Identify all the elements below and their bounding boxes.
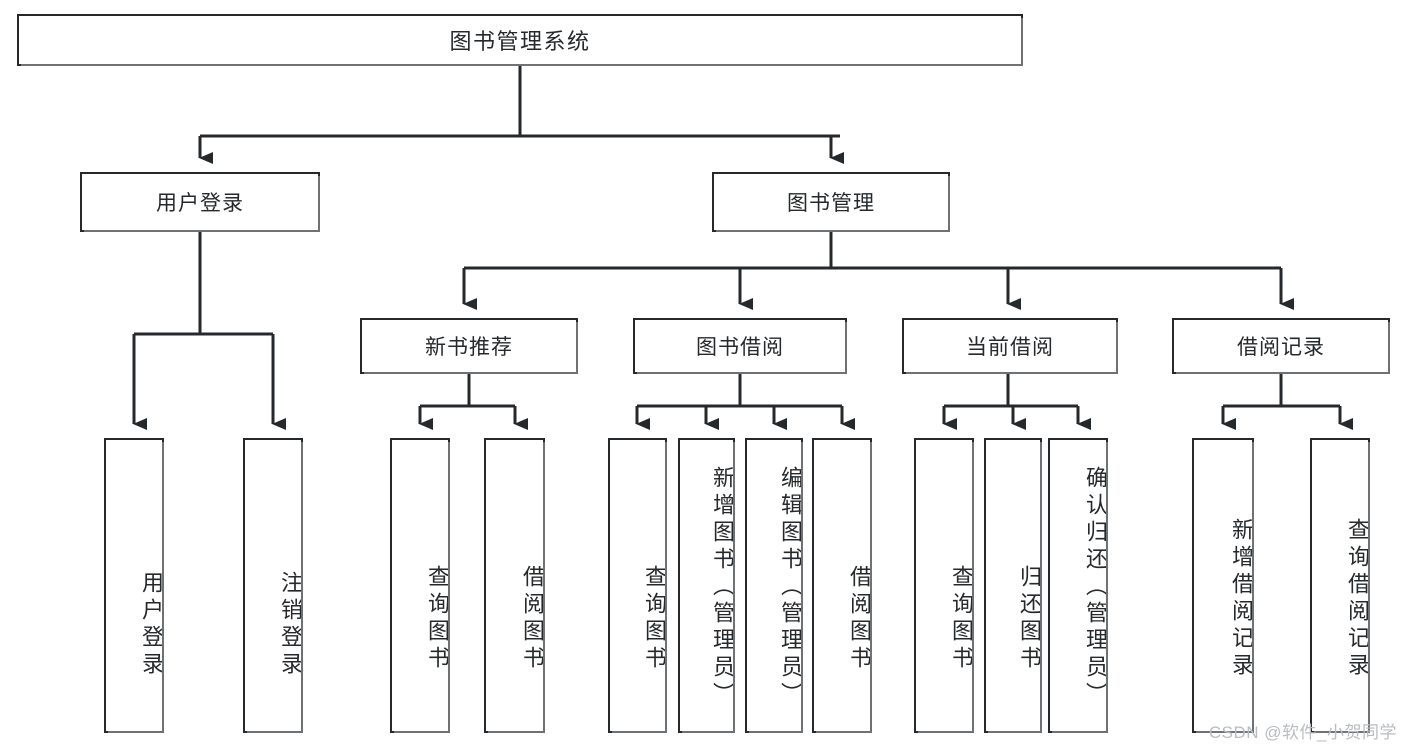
- node-borrow-record[interactable]: 借阅记录: [1172, 318, 1390, 374]
- node-current-borrow-label: 当前借阅: [966, 336, 1054, 359]
- node-leaf-return-book[interactable]: 归还图书: [984, 438, 1042, 733]
- node-root-label: 图书管理系统: [449, 29, 591, 54]
- node-leaf-query-book-2[interactable]: 查询图书: [608, 438, 667, 733]
- node-leaf-add-borrow-record[interactable]: 新增借阅记录: [1192, 438, 1254, 733]
- node-leaf-query-book-1-label: 查询图书: [425, 564, 450, 673]
- node-leaf-confirm-return-admin-label: 确认归还（管理员）: [1083, 466, 1108, 709]
- node-leaf-logout-login-label: 注销登录: [278, 570, 303, 679]
- node-leaf-query-borrow-record-label: 查询借阅记录: [1345, 517, 1370, 680]
- node-leaf-query-book-3-label: 查询图书: [949, 564, 974, 673]
- node-leaf-add-book-admin-label: 新增图书（管理员）: [710, 466, 735, 709]
- node-new-book-recommend-label: 新书推荐: [425, 336, 513, 359]
- node-leaf-query-borrow-record[interactable]: 查询借阅记录: [1310, 438, 1370, 733]
- node-leaf-user-login[interactable]: 用户登录: [104, 438, 164, 733]
- node-leaf-edit-book-admin-label: 编辑图书（管理员）: [778, 466, 803, 709]
- node-leaf-borrow-book-2[interactable]: 借阅图书: [812, 438, 872, 733]
- node-leaf-user-login-label: 用户登录: [139, 570, 164, 679]
- node-leaf-borrow-book-1-label: 借阅图书: [520, 564, 545, 673]
- node-leaf-query-book-2-label: 查询图书: [642, 564, 667, 673]
- node-leaf-add-borrow-record-label: 新增借阅记录: [1229, 517, 1254, 680]
- node-leaf-query-book-1[interactable]: 查询图书: [390, 438, 450, 733]
- node-leaf-confirm-return-admin[interactable]: 确认归还（管理员）: [1048, 438, 1108, 733]
- node-user-login-label: 用户登录: [156, 192, 244, 215]
- node-root-system[interactable]: 图书管理系统: [17, 14, 1023, 66]
- node-book-borrow[interactable]: 图书借阅: [633, 318, 847, 374]
- node-leaf-edit-book-admin[interactable]: 编辑图书（管理员）: [745, 438, 803, 733]
- node-borrow-record-label: 借阅记录: [1237, 336, 1325, 359]
- node-book-manage[interactable]: 图书管理: [712, 172, 950, 232]
- node-leaf-query-book-3[interactable]: 查询图书: [914, 438, 974, 733]
- node-leaf-borrow-book-2-label: 借阅图书: [847, 564, 872, 673]
- node-current-borrow[interactable]: 当前借阅: [902, 318, 1118, 374]
- node-book-manage-label: 图书管理: [787, 192, 875, 215]
- node-user-login[interactable]: 用户登录: [80, 172, 320, 232]
- node-book-borrow-label: 图书借阅: [696, 336, 784, 359]
- node-leaf-borrow-book-1[interactable]: 借阅图书: [484, 438, 545, 733]
- node-leaf-return-book-label: 归还图书: [1017, 564, 1042, 673]
- node-new-book-recommend[interactable]: 新书推荐: [360, 318, 578, 374]
- node-leaf-logout-login[interactable]: 注销登录: [243, 438, 303, 733]
- node-leaf-add-book-admin[interactable]: 新增图书（管理员）: [678, 438, 735, 733]
- csdn-watermark: CSDN @软件_小贺同学: [1208, 723, 1397, 742]
